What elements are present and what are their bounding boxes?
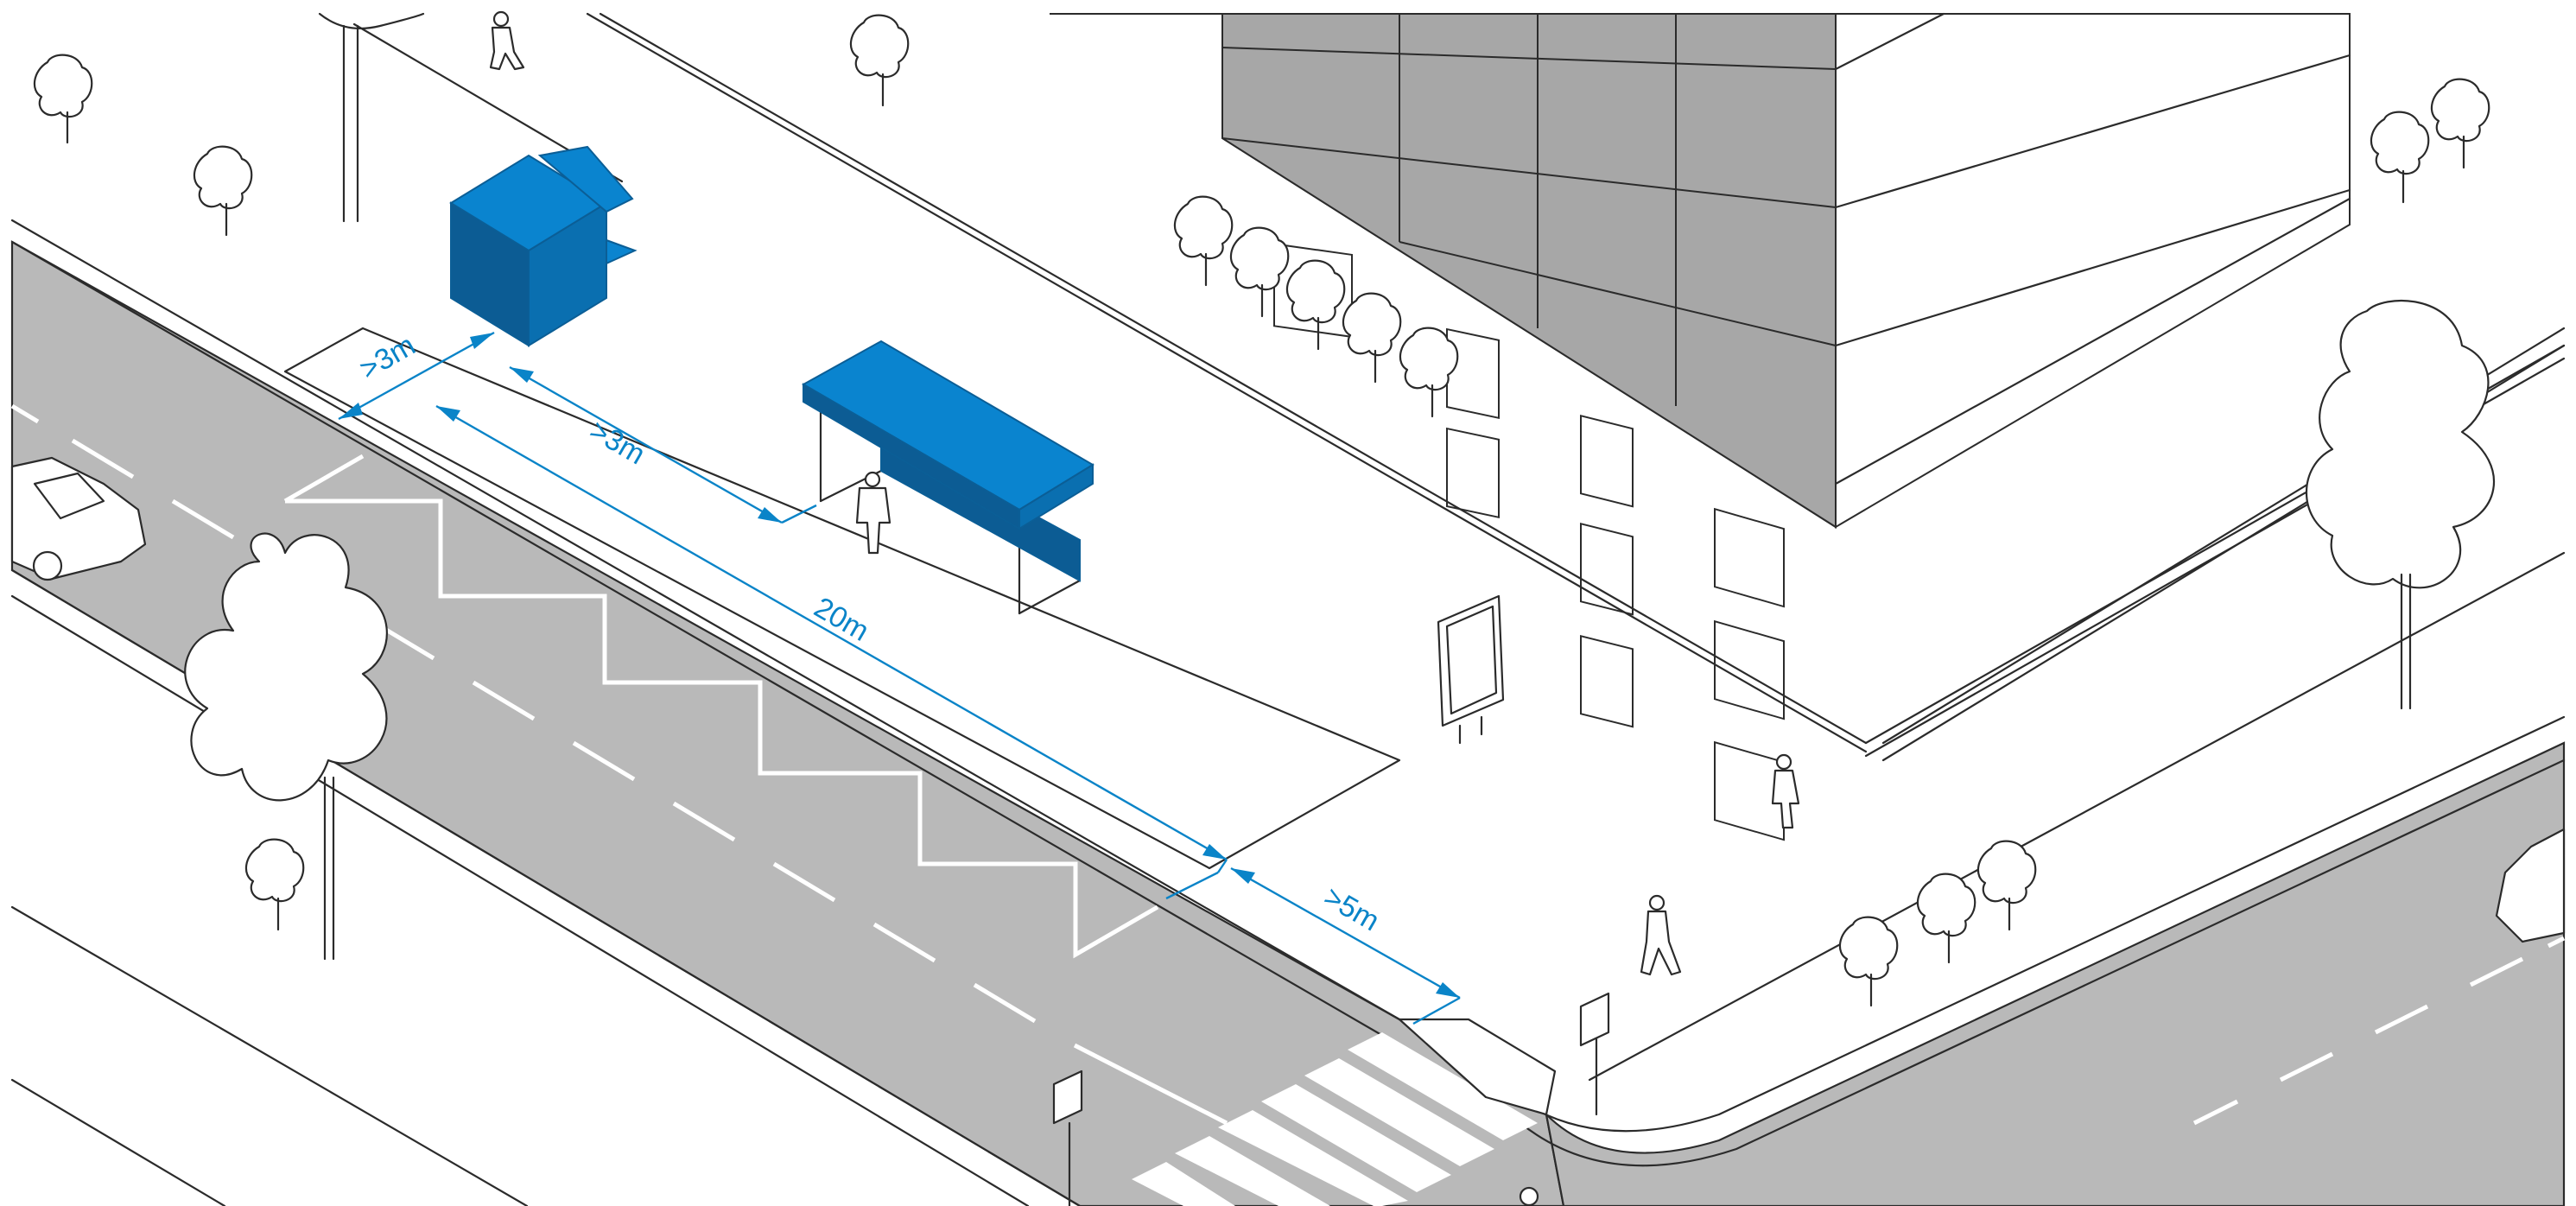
person-waiting bbox=[857, 473, 890, 553]
kiosk-block bbox=[451, 147, 635, 346]
person-walking-2 bbox=[1641, 896, 1680, 974]
person-walking-1 bbox=[1773, 755, 1799, 828]
dim-label-kiosk-to-shelter: >3m bbox=[584, 414, 650, 471]
dim-label-stop-to-crossing: >5m bbox=[1318, 880, 1385, 937]
person-top bbox=[491, 12, 523, 69]
advertising-panel bbox=[1438, 596, 1503, 743]
dim-label-kiosk-to-curb: >3m bbox=[354, 328, 421, 385]
apartment-building bbox=[1050, 14, 2350, 840]
tree-large-right bbox=[2306, 301, 2494, 708]
person-crossing bbox=[1520, 1188, 1538, 1205]
